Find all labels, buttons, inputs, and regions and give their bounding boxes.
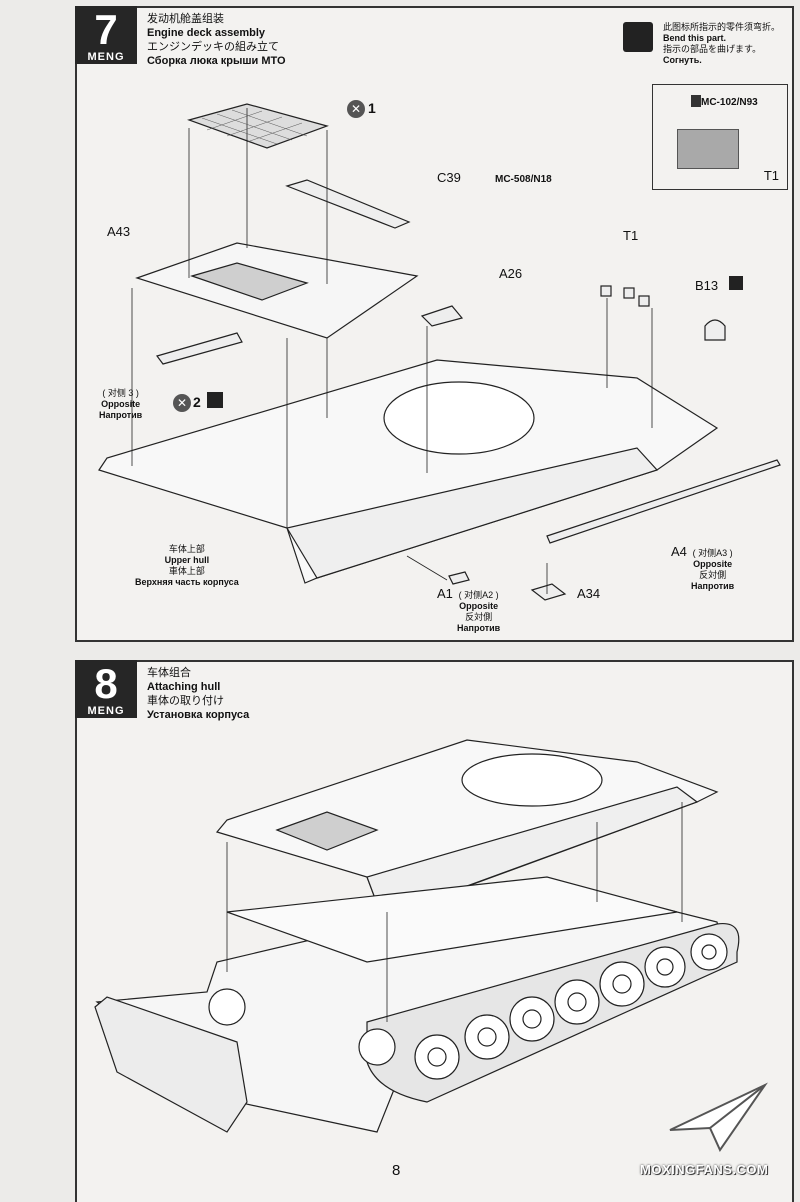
title-ru: Сборка люка крыши МТО (147, 55, 286, 67)
a4-jp: 反対側 (699, 570, 727, 580)
a4-ru: Напротив (691, 581, 735, 591)
part-b13 (704, 319, 726, 341)
title-cn: 车体组合 (147, 667, 191, 679)
a1-ru: Напротив (457, 623, 501, 633)
paint-brush-icon (691, 95, 701, 107)
title-en: Engine deck assembly (147, 27, 265, 39)
title-ru: Установка корпуса (147, 709, 250, 721)
engine-grille (275, 811, 379, 851)
rear-plate (94, 996, 248, 1133)
paper-plane-icon (669, 1082, 768, 1153)
upper-hull-en: Upper hull (164, 555, 210, 565)
brand-logo: MENG (87, 51, 125, 63)
brand-logo: MENG (87, 705, 125, 717)
step-7-panel: 7 MENG 发动机舱盖组装 Engine deck assembly エンジン… (75, 6, 794, 642)
bend-icon (622, 22, 653, 52)
a1-cn: ( 对侧A2 ) (458, 590, 499, 600)
t1-part-swatch (677, 129, 739, 169)
label-a43: A43 (107, 224, 131, 239)
c39-paint-code: MC-508/N18 (495, 174, 552, 185)
opposite-3-ru: Напротив (99, 410, 143, 420)
label-a1: A1 (437, 586, 453, 601)
label-a4: A4 (671, 544, 687, 559)
part-a34 (530, 583, 567, 601)
opposite-3-note: ( 对侧 3 ) Opposite Напротив (99, 388, 142, 421)
label-t1: T1 (623, 228, 639, 243)
step-8-badge: 8 MENG (75, 660, 137, 718)
step-8-panel: 8 MENG 车体组合 Attaching hull 車体の取り付け Устан… (75, 660, 794, 1202)
cement-not-needed-icon: ✕ (173, 394, 191, 412)
engine-deck-drawing (98, 103, 781, 601)
title-en: Attaching hull (147, 681, 221, 693)
hull-assembly-drawing (94, 739, 740, 1133)
engine-grille-top (187, 103, 329, 149)
qty-x1: 1 (368, 100, 376, 116)
upper-hull-label: 车体上部 Upper hull 車体上部 Верхняя часть корпу… (135, 544, 239, 588)
part-selection-icon (729, 276, 743, 290)
bend-icon (207, 392, 223, 408)
label-a34: A34 (577, 586, 601, 601)
a4-opposite-note: ( 对侧A3 ) Opposite 反対側 Напротив (691, 548, 734, 592)
qty-x2: 2 (193, 394, 201, 410)
step-number: 8 (94, 660, 118, 707)
t1-paint-inset: MC-102/N93 T1 (652, 84, 788, 190)
step-7-titles: 发动机舱盖组装 Engine deck assembly エンジンデッキの組み立… (147, 12, 286, 68)
cement-not-needed-icon: ✕ (347, 100, 365, 118)
upper-hull-ru: Верхняя часть корпуса (135, 577, 239, 587)
a4-cn: ( 对侧A3 ) (692, 548, 733, 558)
a1-jp: 反対側 (465, 612, 493, 622)
page-number: 8 (392, 1162, 401, 1179)
label-a26: A26 (499, 266, 523, 281)
inset-tag: T1 (763, 168, 779, 183)
label-c39: C39 (437, 170, 461, 185)
a1-en: Opposite (459, 601, 499, 611)
bend-note-en: Bend this part. (662, 33, 726, 43)
step-number: 7 (94, 6, 118, 53)
bend-note-ru: Согнуть. (662, 55, 702, 65)
step-8-titles: 车体组合 Attaching hull 車体の取り付け Установка ко… (147, 666, 249, 722)
title-cn: 发动机舱盖组装 (147, 13, 224, 25)
part-a1 (448, 571, 470, 585)
part-a4 (546, 459, 781, 544)
part-c39 (285, 179, 411, 229)
paint-code: MC-102/N93 (701, 97, 758, 108)
upper-hull-cn: 车体上部 (168, 544, 205, 554)
bend-note-cn: 此图标所指示的零件须弯折。 (662, 22, 780, 32)
opposite-3-cn: ( 对侧 (102, 388, 126, 398)
upper-hull (98, 359, 719, 584)
opposite-3-en: Opposite (101, 399, 141, 409)
step-7-badge: 7 MENG (75, 6, 137, 64)
bend-note: 此图标所指示的零件须弯折。 Bend this part. 指示の部品を曲げます… (622, 22, 780, 66)
a1-opposite-note: ( 对侧A2 ) Opposite 反対側 Напротив (457, 590, 500, 634)
bend-note-jp: 指示の部品を曲げます。 (662, 44, 762, 54)
label-b13: B13 (695, 278, 719, 293)
a4-en: Opposite (693, 559, 733, 569)
part-a26 (420, 305, 464, 327)
title-jp: 車体の取り付け (147, 695, 224, 707)
title-jp: エンジンデッキの組み立て (147, 41, 279, 53)
watermark: MOXINGFANS.COM (640, 1162, 769, 1177)
opposite-3-num: 3 ) (128, 388, 139, 398)
upper-hull-jp: 車体上部 (168, 566, 205, 576)
